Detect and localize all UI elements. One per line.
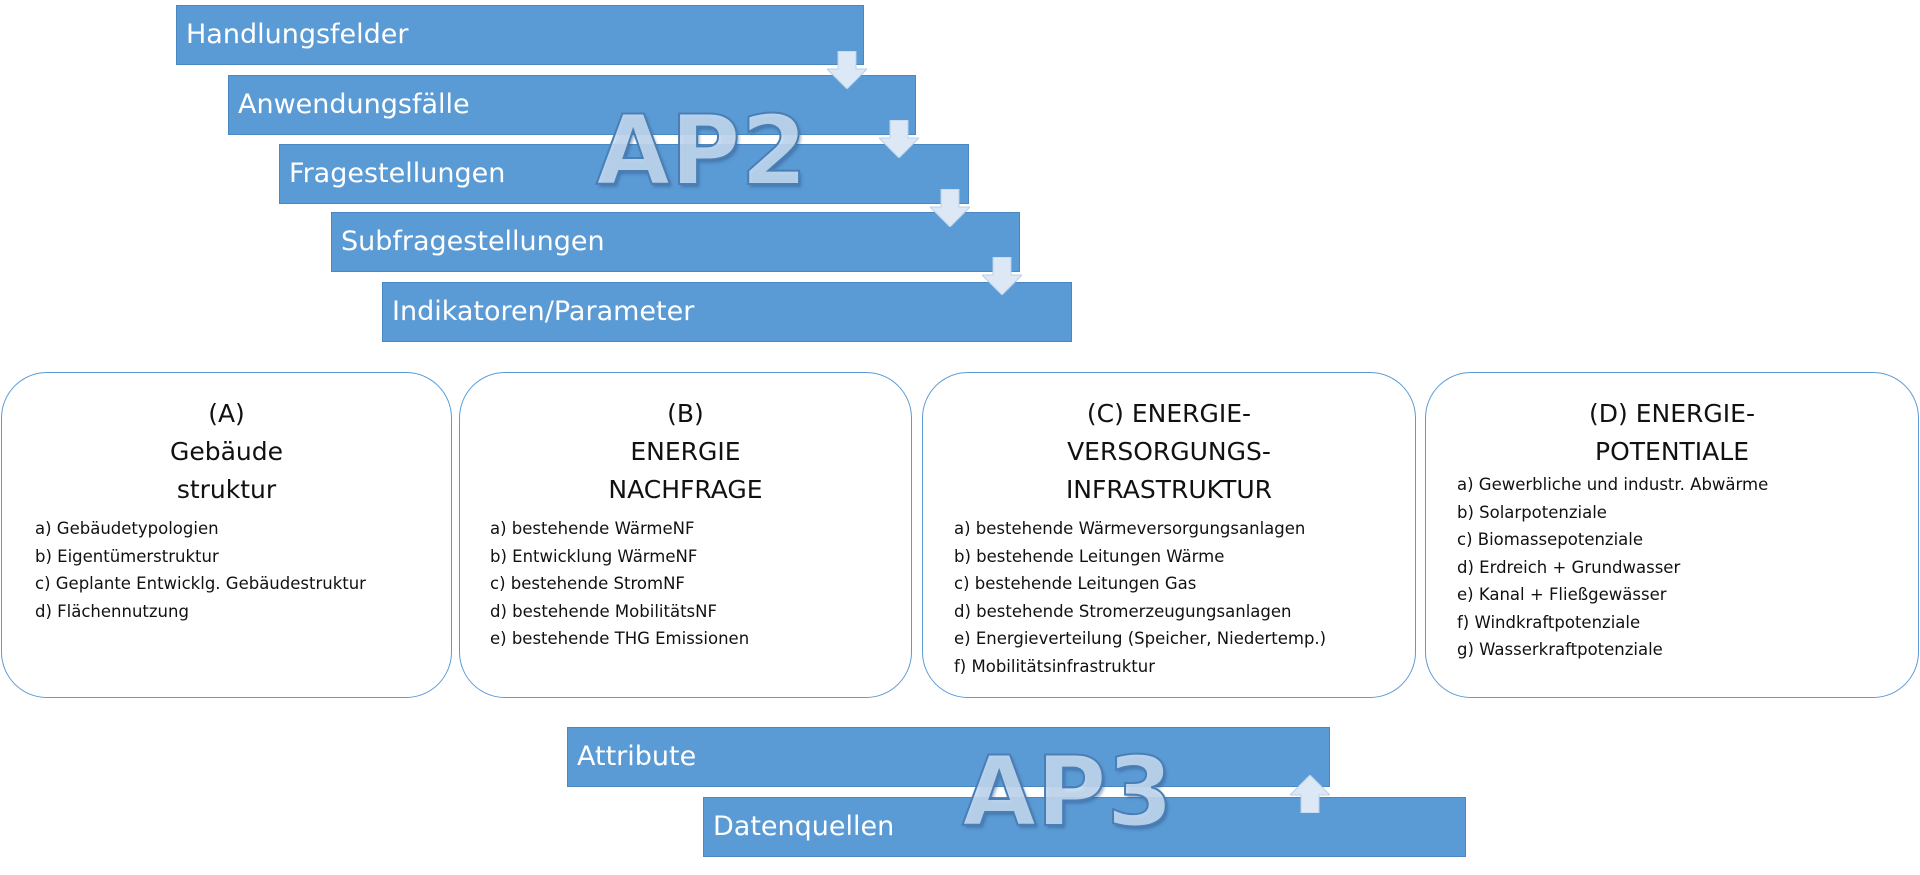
card-items: a) bestehende Wärmeversorgungsanlagen b)… xyxy=(923,515,1415,680)
step-fragestellungen[interactable]: Fragestellungen xyxy=(279,144,969,204)
step-label: Handlungsfelder xyxy=(186,19,409,50)
card-energieversorgungsinfrastruktur: (C) ENERGIE- VERSORGUNGS- INFRASTRUKTUR … xyxy=(922,372,1416,698)
list-item: c) Biomassepotenziale xyxy=(1457,530,1644,549)
step-anwendungsfaelle[interactable]: Anwendungsfälle xyxy=(228,75,916,135)
card-items: a) bestehende WärmeNF b) Entwicklung Wär… xyxy=(460,515,911,653)
card-title-line: (B) xyxy=(667,399,704,428)
list-item: c) bestehende StromNF xyxy=(490,574,685,593)
step-handlungsfelder[interactable]: Handlungsfelder xyxy=(176,5,864,65)
step-indikatoren-parameter[interactable]: Indikatoren/Parameter xyxy=(382,282,1072,342)
list-item: a) Gewerbliche und industr. Abwärme xyxy=(1457,475,1769,494)
step-label: Attribute xyxy=(577,741,697,772)
card-title-line: ENERGIE xyxy=(630,437,741,466)
list-item: d) bestehende Stromerzeugungsanlagen xyxy=(954,601,1292,621)
list-item: a) bestehende Wärmeversorgungsanlagen xyxy=(954,519,1306,538)
list-item: a) Gebäudetypologien xyxy=(35,519,219,538)
list-item: b) Eigentümerstruktur xyxy=(35,546,219,566)
arrow-up-icon xyxy=(1290,775,1330,813)
arrow-down-icon xyxy=(827,51,867,89)
card-energiepotentiale: (D) ENERGIE- POTENTIALE a) Gewerbliche u… xyxy=(1425,372,1919,698)
card-title-line: POTENTIALE xyxy=(1595,437,1749,466)
step-label: Datenquellen xyxy=(713,811,895,842)
list-item: b) Solarpotenziale xyxy=(1457,502,1607,522)
step-datenquellen[interactable]: Datenquellen xyxy=(703,797,1466,857)
card-title-line: (C) ENERGIE- xyxy=(1086,399,1252,428)
card-items: a) Gewerbliche und industr. Abwärme b) S… xyxy=(1426,471,1918,664)
card-title: (A) Gebäude struktur xyxy=(2,395,451,509)
card-energie-nachfrage: (B) ENERGIE NACHFRAGE a) bestehende Wärm… xyxy=(459,372,912,698)
ap3-label: AP3 xyxy=(961,736,1174,848)
card-title-line: Gebäude xyxy=(169,437,284,466)
step-label: Subfragestellungen xyxy=(341,226,605,257)
card-gebaeudestruktur: (A) Gebäude struktur a) Gebäudetypologie… xyxy=(1,372,452,698)
step-label: Anwendungsfälle xyxy=(238,89,470,120)
card-title: (B) ENERGIE NACHFRAGE xyxy=(460,395,911,509)
card-title-line: INFRASTRUKTUR xyxy=(1065,475,1273,504)
arrow-down-icon xyxy=(879,120,919,158)
list-item: b) bestehende Leitungen Wärme xyxy=(954,546,1225,566)
list-item: g) Wasserkraftpotenziale xyxy=(1457,640,1663,659)
list-item: d) Flächennutzung xyxy=(35,601,189,621)
step-attribute[interactable]: Attribute xyxy=(567,727,1330,787)
card-title: (D) ENERGIE- POTENTIALE xyxy=(1426,395,1918,471)
ap2-label: AP2 xyxy=(595,95,808,207)
card-title: (C) ENERGIE- VERSORGUNGS- INFRASTRUKTUR xyxy=(923,395,1415,509)
list-item: f) Mobilitätsinfrastruktur xyxy=(954,656,1156,676)
list-item: e) bestehende THG Emissionen xyxy=(490,629,750,648)
arrow-down-icon xyxy=(982,257,1022,295)
list-item: b) Entwicklung WärmeNF xyxy=(490,546,698,566)
list-item: e) Energieverteilung (Speicher, Niederte… xyxy=(954,629,1327,648)
arrow-down-icon xyxy=(930,189,970,227)
list-item: c) Geplante Entwicklg. Gebäudestruktur xyxy=(35,574,366,593)
card-title-line: NACHFRAGE xyxy=(608,475,763,504)
card-items: a) Gebäudetypologien b) Eigentümerstrukt… xyxy=(2,515,451,625)
list-item: c) bestehende Leitungen Gas xyxy=(954,574,1197,593)
list-item: a) bestehende WärmeNF xyxy=(490,519,695,538)
card-title-line: (A) xyxy=(208,399,245,428)
card-title-line: struktur xyxy=(176,475,277,504)
list-item: f) Windkraftpotenziale xyxy=(1457,612,1641,632)
step-subfragestellungen[interactable]: Subfragestellungen xyxy=(331,212,1020,272)
list-item: d) bestehende MobilitätsNF xyxy=(490,601,717,621)
card-title-line: VERSORGUNGS- xyxy=(1067,437,1271,466)
step-label: Indikatoren/Parameter xyxy=(392,296,695,327)
list-item: d) Erdreich + Grundwasser xyxy=(1457,557,1681,577)
list-item: e) Kanal + Fließgewässer xyxy=(1457,585,1667,604)
card-title-line: (D) ENERGIE- xyxy=(1589,399,1755,428)
step-label: Fragestellungen xyxy=(289,158,506,189)
